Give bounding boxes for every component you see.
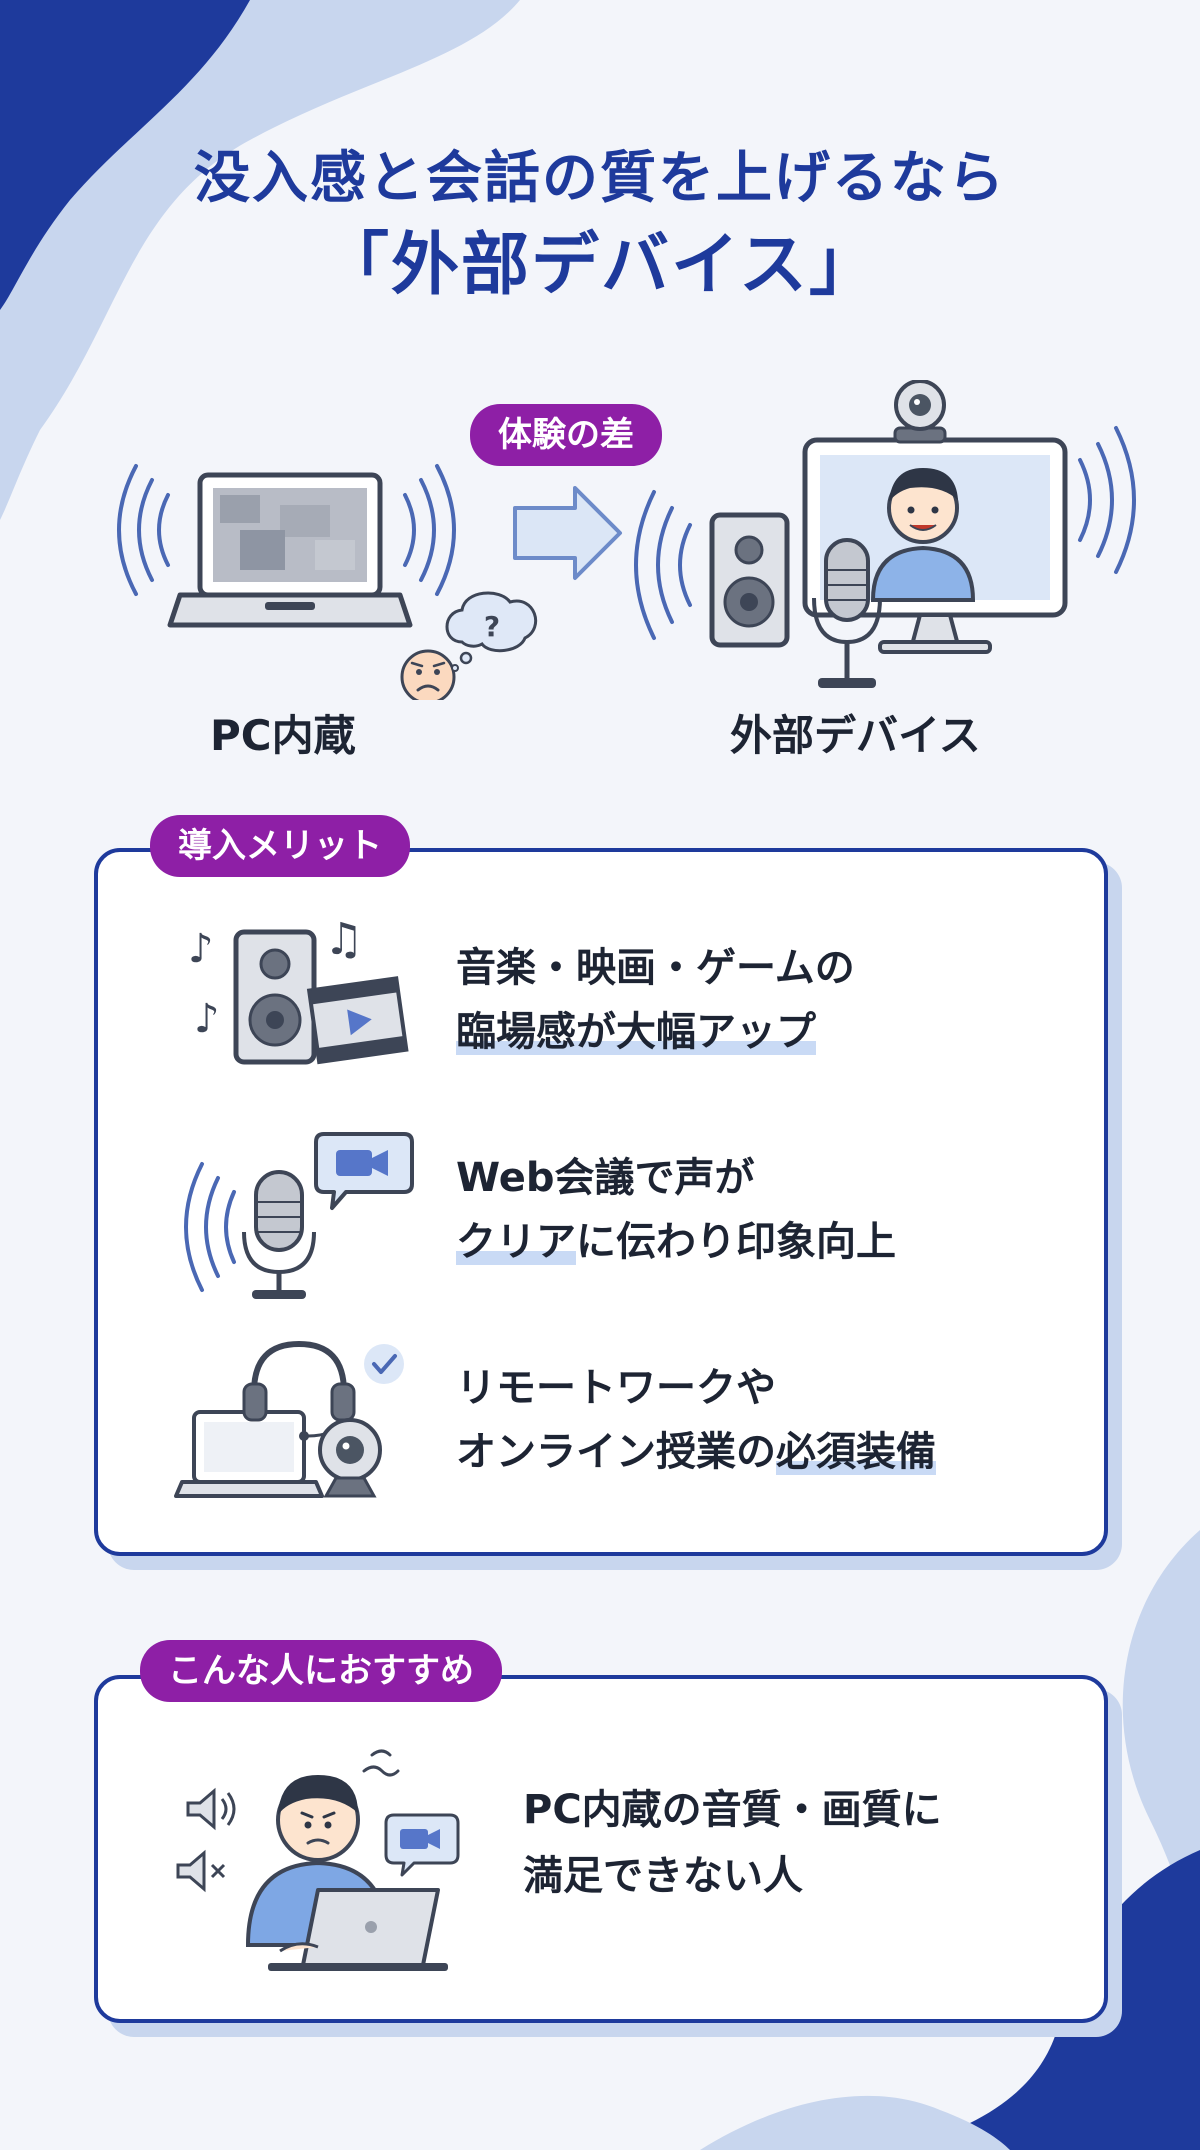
sound-wave-icon <box>117 464 456 596</box>
frustrated-user-laptop-icon <box>176 1749 460 1971</box>
laptop-icon <box>167 472 413 628</box>
badge-recommend: こんな人におすすめ <box>140 1640 502 1702</box>
speaker-film-music-icon: ♪ ♪ ♫ <box>188 914 409 1065</box>
merit-item: ♪ ♪ ♫ 音楽・映画・ゲームの 臨場感が大幅アップ <box>98 912 1104 1112</box>
microphone-icon <box>812 538 882 688</box>
badge-merits: 導入メリット <box>150 815 410 877</box>
merit-item: リモートワークや オンライン授業の必須装備 <box>98 1332 1104 1532</box>
label-pc-builtin: PC内蔵 <box>210 711 356 760</box>
headset-laptop-webcam-icon <box>174 1340 404 1498</box>
merit-text: Web会議で声が クリアに伝わり印象向上 <box>456 1155 896 1265</box>
video-chat-bubble-icon <box>384 1813 460 1877</box>
merit-text: 音楽・映画・ゲームの 臨場感が大幅アップ <box>456 945 855 1055</box>
comparison-illustration: ? <box>117 380 1136 700</box>
microphone-chat-icon <box>184 1132 414 1299</box>
comparison-section: ? <box>0 380 1200 780</box>
speaker-volume-icon <box>186 1787 236 1831</box>
recommend-text: PC内蔵の音質・画質に 満足できない人 <box>523 1787 942 1899</box>
badge-experience-difference: 体験の差 <box>470 404 662 466</box>
person-avatar-icon <box>870 468 976 602</box>
webcam-icon <box>893 380 947 444</box>
label-external-device: 外部デバイス <box>730 711 981 760</box>
title-block: 没入感と会話の質を上げるなら 「外部デバイス」 <box>0 145 1200 311</box>
merit-text: リモートワークや オンライン授業の必須装備 <box>456 1365 936 1475</box>
svg-text:♪: ♪ <box>194 996 220 1042</box>
arrow-right-icon <box>513 486 622 580</box>
page-title: 没入感と会話の質を上げるなら <box>194 146 1006 211</box>
question-bubble-icon: ? <box>445 591 538 672</box>
svg-text:♫: ♫ <box>324 914 363 965</box>
svg-text:?: ? <box>484 610 500 643</box>
confused-face-icon <box>400 649 456 700</box>
recommend-card: PC内蔵の音質・画質に 満足できない人 <box>94 1675 1108 2023</box>
speaker-mute-icon <box>176 1849 226 1893</box>
merit-item: Web会議で声が クリアに伝わり印象向上 <box>98 1122 1104 1322</box>
sound-wave-icon <box>634 426 1136 640</box>
page-subtitle: 「外部デバイス」 <box>321 226 879 306</box>
merits-card: ♪ ♪ ♫ 音楽・映画・ゲームの 臨場感が大幅アップ Web会議で声 <box>94 848 1108 1556</box>
speaker-icon <box>709 512 790 648</box>
svg-text:♪: ♪ <box>188 926 214 972</box>
